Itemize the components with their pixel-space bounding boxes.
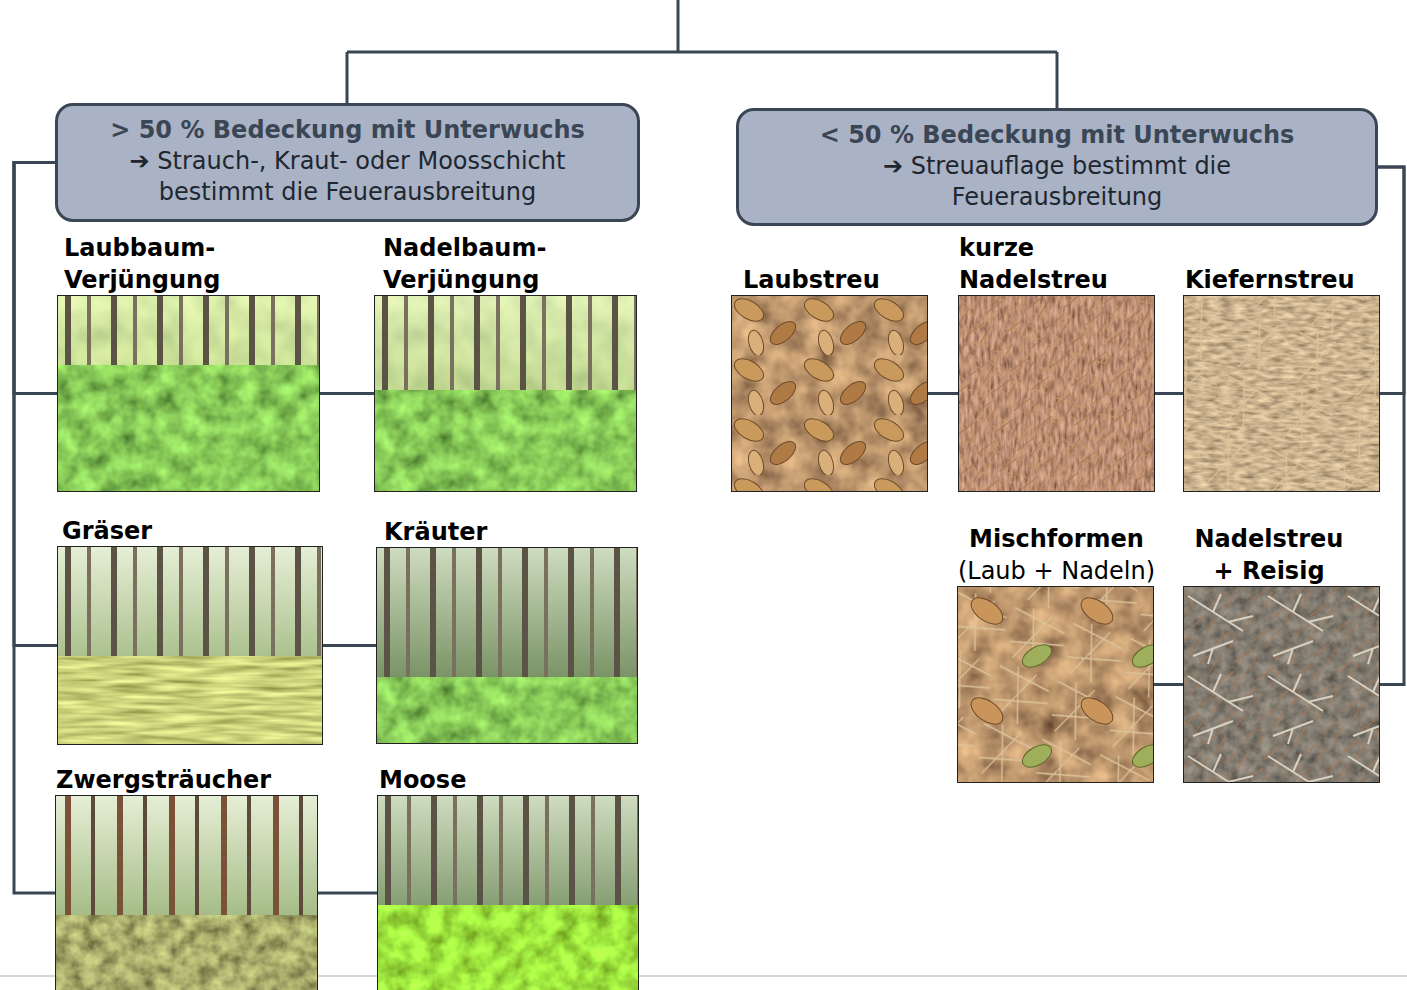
photo-short-needle-litter [958,295,1155,492]
photo-caption: kurze Nadelstreu [959,232,1156,296]
category-box: > 50 % Bedeckung mit Unterwuchs➔ Strauch… [55,103,640,222]
photo-frame: Gräser [57,546,323,745]
photo-frame: Kiefernstreu [1183,295,1380,492]
photo-caption-group: Nadelstreu + Reisig [1184,523,1354,587]
photo-frame: Nadelbaum- Verjüngung [374,295,637,492]
photo-caption: Nadelbaum- Verjüngung [383,232,633,296]
photo-caption-group: Kiefernstreu [1185,264,1381,296]
photo-frame: Kräuter [376,547,638,744]
photo-subcaption: (Laub + Nadeln) [938,555,1175,587]
photo-caption: Laubbaum- Verjüngung [64,232,314,296]
connector-line [323,644,376,647]
connector-line [320,392,374,395]
photo-dwarf-shrubs [55,795,318,990]
box-heading: < 50 % Bedeckung mit Unterwuchs [779,120,1335,151]
connector-line [14,163,57,394]
connector-line [1378,167,1404,685]
photo-frame: Moose [377,795,639,990]
photo-frame: Laubbaum- Verjüngung [57,295,320,492]
photo-caption-group: Laubstreu [743,264,929,296]
photo-caption-group: Mischformen(Laub + Nadeln) [938,523,1175,587]
photo-frame: Laubstreu [731,295,928,492]
connector-line [14,163,57,646]
category-box: < 50 % Bedeckung mit Unterwuchs➔ Streuau… [736,108,1378,226]
photo-needles-twigs [1183,586,1380,783]
photo-caption: Mischformen [938,523,1175,555]
photo-mixed-litter [957,586,1154,783]
photo-caption: Nadelstreu + Reisig [1184,523,1354,587]
photo-broadleaf-regeneration [57,295,320,492]
photo-caption-group: Moose [379,764,639,796]
connector-line [928,392,958,395]
photo-caption-group: Nadelbaum- Verjüngung [383,232,633,296]
photo-caption-group: Zwergsträucher [56,764,319,796]
photo-caption: Kräuter [384,516,634,548]
photo-conifer-regeneration [374,295,637,492]
connector-line [14,163,55,894]
photo-pine-litter [1183,295,1380,492]
connector-line [1378,167,1404,394]
photo-grasses [57,546,323,745]
photo-frame: kurze Nadelstreu [958,295,1155,492]
photo-frame: Zwergsträucher [55,795,318,990]
photo-caption: Kiefernstreu [1185,264,1381,296]
connector-line [1155,392,1183,395]
connector-line [1154,683,1183,686]
photo-caption-group: kurze Nadelstreu [959,232,1156,296]
photo-caption-group: Gräser [62,515,322,547]
photo-frame: Nadelstreu + Reisig [1183,586,1380,783]
photo-caption-group: Kräuter [384,516,634,548]
photo-frame: Mischformen(Laub + Nadeln) [957,586,1154,783]
photo-caption: Gräser [62,515,322,547]
connector-line [318,892,377,895]
box-heading: > 50 % Bedeckung mit Unterwuchs [82,115,613,146]
photo-caption: Laubstreu [743,264,929,296]
photo-herbs [376,547,638,744]
photo-mosses [377,795,639,990]
root-branch-lines [347,0,1057,109]
photo-caption: Zwergsträucher [56,764,319,796]
box-body-text: ➔ Strauch-, Kraut- oder Moosschicht best… [82,146,613,208]
photo-caption: Moose [379,764,639,796]
box-body-text: ➔ Streuauflage bestimmt die Feuerausbrei… [779,151,1335,213]
photo-caption-group: Laubbaum- Verjüngung [64,232,314,296]
photo-leaf-litter [731,295,928,492]
